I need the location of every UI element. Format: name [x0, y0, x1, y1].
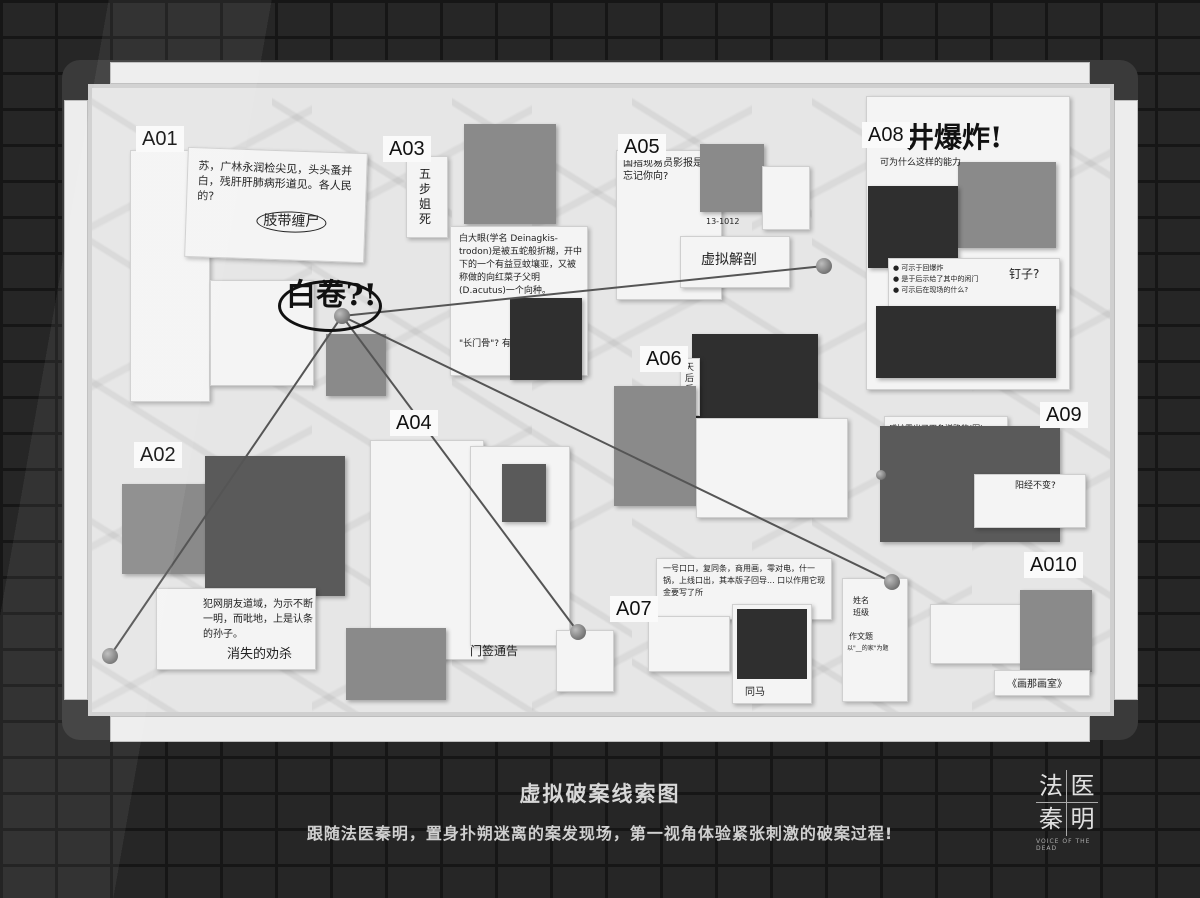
- clue-a03-note-text: 白大眼(学名 Deinagkis-trodon)是被五蛇般折糊，开中下的一个有益…: [459, 234, 582, 296]
- logo-char-2: 医: [1067, 770, 1098, 803]
- clue-a01-note[interactable]: 苏，广林永润检尖见，头头蚤并白，残肝肝肺病形道见。各人民的? 肢带缠尸: [184, 146, 368, 264]
- clue-a07-map[interactable]: [648, 616, 730, 672]
- clue-a04-photo[interactable]: [502, 464, 546, 522]
- clue-a010-tag: 《画那画室》: [1007, 679, 1067, 690]
- pin-hero[interactable]: [334, 308, 350, 324]
- clue-a07-essay-form[interactable]: 姓名 班级 作文题 以"__的家"为题: [842, 578, 908, 702]
- label-a08: A08: [862, 122, 910, 148]
- label-a02: A02: [134, 442, 182, 468]
- clue-a02-photo[interactable]: [122, 484, 212, 574]
- clue-a08-headline: 井爆炸!: [906, 121, 1003, 154]
- caption-subtitle: 跟随法医秦明，置身扑朔迷离的案发现场，第一视角体验紧张刺激的破案过程!: [306, 824, 894, 843]
- clue-a05-xray[interactable]: [762, 166, 810, 230]
- show-logo: 法 医 秦 明: [1036, 770, 1098, 836]
- pin-a04[interactable]: [570, 624, 586, 640]
- clue-a02-note-text: 犯网朋友道域，为示不断一明，而吡地，上是认条的孙子。: [203, 599, 313, 640]
- clue-a05-note-text: 国指现易员影报是忘记你向?: [623, 158, 703, 182]
- clue-a08-nail: 钉子?: [1009, 267, 1040, 281]
- clue-a08-notes[interactable]: ● 可示于回爆炸 ● 是于后示给了其中的闲门 ● 可示后在现场的什么? 钉子?: [888, 258, 1060, 310]
- label-a01: A01: [136, 126, 184, 152]
- board-rail-left: [64, 100, 88, 700]
- clue-a08-crowd-photo[interactable]: [868, 186, 958, 268]
- clue-a03-side-note[interactable]: 五步姐死: [406, 156, 448, 238]
- caption-title: 虚拟破案线索图: [519, 782, 681, 806]
- clue-a04-diagram[interactable]: [556, 630, 614, 692]
- clue-a08-headline-sub: 可为什么这样的能力: [880, 158, 962, 168]
- label-a05: A05: [618, 134, 666, 160]
- clue-a02-tag: 消失的劝杀: [227, 647, 293, 662]
- label-a07: A07: [610, 596, 658, 622]
- clue-a02-photo-room[interactable]: [205, 456, 345, 596]
- clue-a05-tag: 虚拟解剖: [701, 252, 757, 268]
- suspect-portrait[interactable]: [326, 334, 386, 396]
- clue-a03-side-text: 五步姐死: [419, 167, 432, 226]
- label-a06: A06: [640, 346, 688, 372]
- clue-a04-tag: 门签通告: [470, 644, 519, 658]
- clue-a07-tag: 同马: [745, 687, 765, 698]
- clue-a08-list: ● 可示于回爆炸 ● 是于后示给了其中的闲门 ● 可示后在现场的什么?: [893, 264, 979, 294]
- clue-a09-sketch[interactable]: 阳经不变?: [974, 474, 1086, 528]
- clue-a06-eye-photo[interactable]: [692, 334, 818, 420]
- clue-a07-form-line: 以"__的家"为题: [847, 645, 889, 652]
- clue-a010-grid[interactable]: [930, 604, 1036, 664]
- clue-a06-sketch[interactable]: [696, 418, 848, 518]
- clue-a07-photo-card[interactable]: 同马: [732, 604, 812, 704]
- clue-a05-code: 13-1012: [706, 217, 740, 226]
- clue-a07-form-name: 姓名: [853, 596, 869, 605]
- clue-a07-note-text: 一号口口，复同条，商用画，零对电，什一锅，上线口出，其本版子回导... 口以作用…: [663, 564, 826, 597]
- logo-subtitle: VOICE OF THE DEAD: [1036, 838, 1091, 852]
- clue-a010-photo[interactable]: [1020, 590, 1092, 672]
- pin-a05[interactable]: [816, 258, 832, 274]
- clue-a04-comic[interactable]: [346, 628, 446, 700]
- board-rail-bottom: [110, 716, 1090, 742]
- label-a03: A03: [383, 136, 431, 162]
- clue-a06-face-photo[interactable]: [614, 386, 696, 506]
- logo-char-1: 法: [1036, 770, 1067, 803]
- label-a010: A010: [1024, 552, 1083, 578]
- board-rail-top: [110, 62, 1090, 84]
- clue-a05-photo[interactable]: [700, 144, 764, 212]
- logo-char-3: 秦: [1036, 803, 1067, 836]
- clue-a07-photo: [737, 609, 807, 679]
- clue-a010-tag-card[interactable]: 《画那画室》: [994, 670, 1090, 696]
- clue-a09-question: 阳经不变?: [1015, 481, 1056, 491]
- clue-a07-form-essay: 作文题: [849, 632, 873, 641]
- pin-a09[interactable]: [876, 470, 886, 480]
- hero-text: 白卷?!: [286, 278, 377, 313]
- clue-a08-eye-photo[interactable]: [876, 306, 1056, 378]
- clue-a03-photo[interactable]: [464, 124, 556, 224]
- clue-a05-tag-card[interactable]: 虚拟解剖: [680, 236, 790, 288]
- clue-a04-page[interactable]: [370, 440, 484, 660]
- pin-a07[interactable]: [884, 574, 900, 590]
- clue-a01-tag: 肢带缠尸: [256, 210, 327, 234]
- clue-a02-note[interactable]: 犯网朋友道域，为示不断一明，而吡地，上是认条的孙子。 消失的劝杀: [156, 588, 316, 670]
- clue-a03-molecule-photo[interactable]: [510, 298, 582, 380]
- logo-char-4: 明: [1070, 805, 1095, 833]
- board-rail-right: [1114, 100, 1138, 700]
- label-a09: A09: [1040, 402, 1088, 428]
- pin-a02[interactable]: [102, 648, 118, 664]
- label-a04: A04: [390, 410, 438, 436]
- clue-a01-note-text: 苏，广林永润检尖见，头头蚤并白，残肝肝肺病形道见。各人民的?: [197, 159, 353, 203]
- clue-a08-face-photo[interactable]: [958, 162, 1056, 248]
- clue-a07-form-grade: 班级: [853, 608, 869, 617]
